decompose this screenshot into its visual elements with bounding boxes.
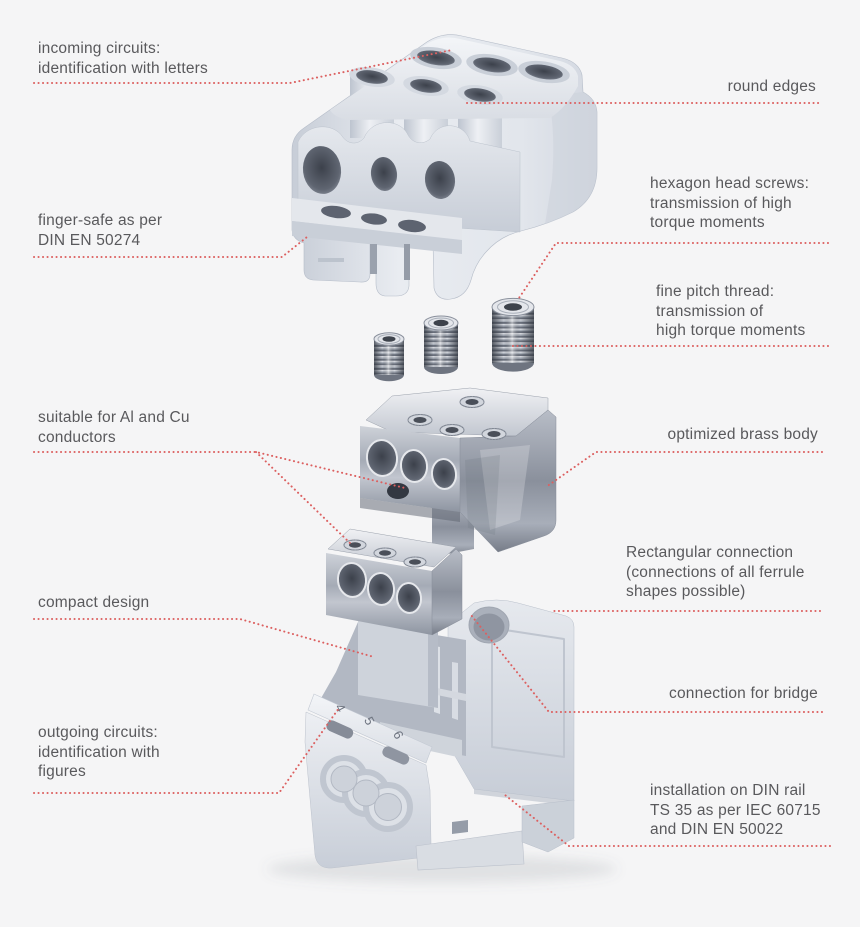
label-line: optimized brass body	[667, 426, 818, 443]
clamp-screws-lower	[343, 539, 427, 568]
upper-housing	[291, 34, 598, 300]
din-rail-foot	[415, 830, 525, 871]
label-finger-safe: finger-safe as per DIN EN 50274	[38, 211, 162, 250]
label-compact-design: compact design	[38, 593, 149, 613]
label-line: figures	[38, 763, 86, 780]
side-wall-recess	[491, 627, 565, 758]
round-edge-shading	[545, 92, 597, 224]
label-rectangular-connection: Rectangular connection (connections of a…	[626, 543, 805, 602]
label-hexagon-head-screws: hexagon head screws: transmission of hig…	[650, 174, 809, 233]
front-slot-2	[382, 746, 410, 765]
label-line: transmission of	[656, 302, 764, 320]
side-wall	[447, 599, 575, 802]
leader-brass-body	[545, 451, 823, 488]
label-line: TS 35 as per IEC 60715	[650, 801, 821, 819]
label-line: shapes possible)	[626, 583, 746, 600]
leader-suitable-b	[255, 451, 352, 545]
clamp-screws-upper	[407, 396, 507, 440]
label-line: outgoing circuits:	[38, 724, 158, 741]
label-line: finger-safe as per	[38, 212, 163, 229]
center-column-shade	[428, 625, 438, 708]
set-screw-large	[491, 297, 535, 372]
label-suitable-conductors: suitable for Al and Cu conductors	[38, 408, 190, 447]
leader-compact	[33, 618, 375, 658]
housing-ledge-front	[292, 221, 462, 254]
label-line: torque moments	[650, 214, 765, 231]
leader-suitable-a	[33, 451, 406, 489]
label-incoming-circuits: incoming circuits: identification with l…	[38, 39, 208, 78]
interior-floor	[380, 722, 462, 758]
top-ports	[349, 46, 570, 106]
label-line: fine pitch thread:	[656, 283, 775, 300]
snap-feet	[318, 244, 410, 280]
label-line: identification with letters	[38, 59, 208, 77]
label-fine-pitch-thread: fine pitch thread: transmission of high …	[656, 282, 805, 341]
bridge-hole	[468, 606, 510, 644]
label-line: round edges	[727, 78, 816, 95]
label-line: hexagon head screws:	[650, 175, 810, 192]
label-line: compact design	[38, 594, 150, 611]
label-line: incoming circuits:	[38, 40, 161, 57]
din-foot-notch	[452, 820, 468, 834]
base-shadow	[474, 789, 574, 806]
label-line: conductors	[38, 428, 116, 446]
leader-finger-safe	[33, 236, 308, 258]
housing-top-face	[330, 37, 578, 120]
leader-outgoing	[33, 707, 340, 794]
label-line: connection for bridge	[669, 685, 818, 702]
lower-housing: 4 5 6	[304, 599, 575, 871]
finger-safe-wall	[297, 122, 521, 233]
finger-safe-openings	[302, 146, 456, 199]
label-line: Rectangular connection	[626, 544, 794, 561]
leader-din-rail	[504, 794, 831, 847]
ledge-ports	[321, 205, 426, 233]
set-screws	[373, 297, 535, 382]
brass-lower-block	[326, 528, 463, 636]
label-line: high torque moments	[656, 322, 806, 339]
set-screw-small	[373, 332, 405, 382]
label-line: suitable for Al and Cu	[38, 409, 190, 426]
set-screw-medium	[423, 315, 459, 374]
leader-lines	[33, 49, 831, 847]
label-line: DIN EN 50274	[38, 231, 141, 249]
conductor-holes-lower	[336, 562, 423, 614]
base-right	[521, 799, 575, 853]
leader-hexagon-screws	[516, 242, 829, 302]
numbered-rail	[307, 693, 433, 764]
label-din-rail-installation: installation on DIN rail TS 35 as per IE…	[650, 781, 821, 840]
brass-body	[326, 387, 557, 636]
label-line: transmission of high	[650, 194, 792, 212]
label-connection-for-bridge: connection for bridge	[646, 684, 818, 704]
label-line: installation on DIN rail	[650, 782, 806, 799]
label-line: and DIN EN 50022	[650, 821, 784, 838]
brass-upper-block	[360, 387, 557, 557]
label-outgoing-circuits: outgoing circuits: identification with f…	[38, 723, 160, 782]
label-line: (connections of all ferrule	[626, 563, 805, 581]
outgoing-recesses	[320, 755, 413, 832]
label-optimized-brass-body: optimized brass body	[648, 425, 818, 445]
label-round-edges: round edges	[650, 77, 816, 97]
center-column	[358, 614, 438, 708]
leader-incoming-circuits	[33, 49, 453, 84]
label-line: identification with	[38, 743, 160, 761]
front-slot-1	[326, 720, 354, 739]
leader-bridge	[470, 614, 823, 713]
